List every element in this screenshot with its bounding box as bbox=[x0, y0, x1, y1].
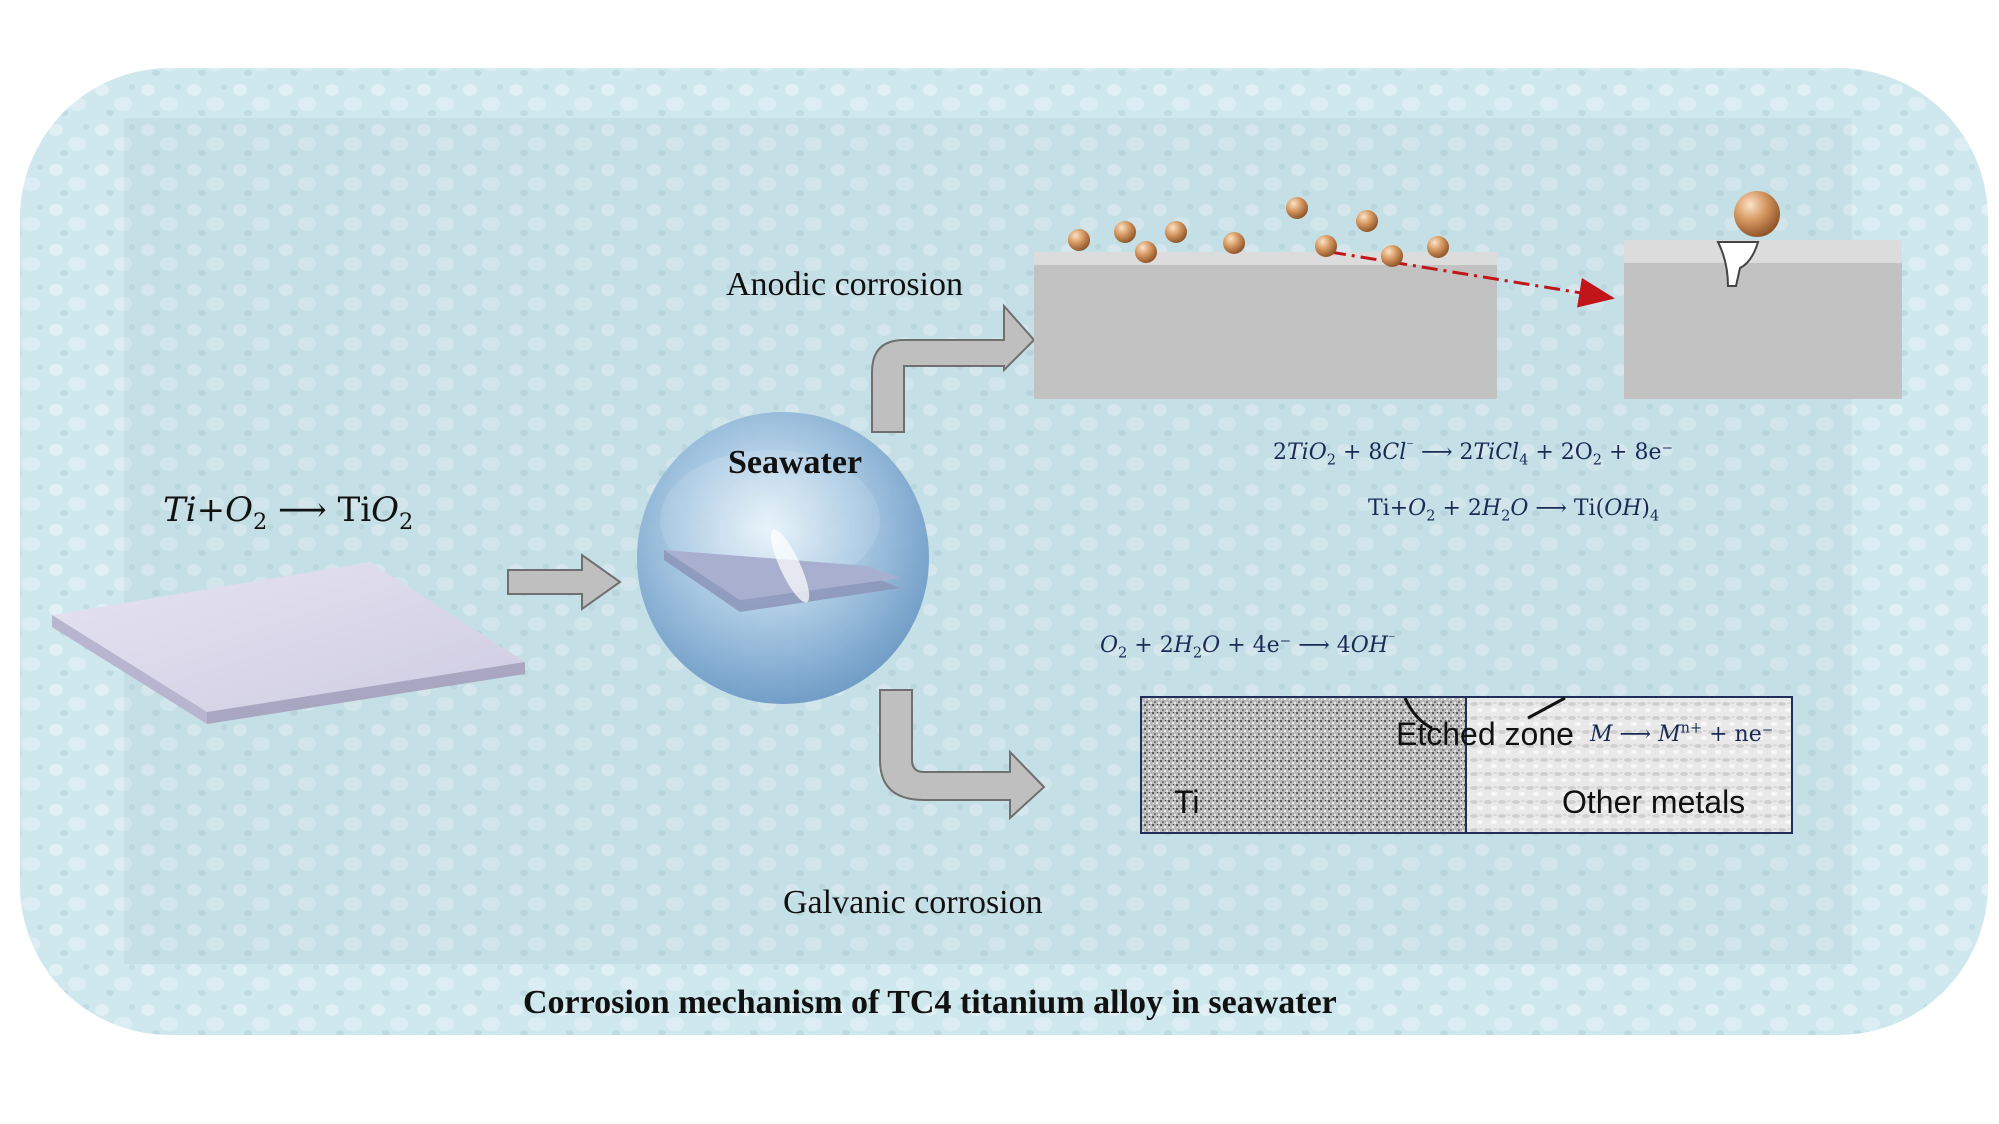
ti-label: Ti bbox=[1174, 784, 1200, 820]
sphere-icon bbox=[637, 412, 929, 704]
oxidation-equation: Ti+O2 ⟶ TiO2 bbox=[163, 490, 414, 535]
bent-arrow-icon bbox=[871, 303, 1036, 433]
hydrolysis-equation: Ti+O2 + 2H2O ⟶ Ti(OH)4 bbox=[1368, 496, 1660, 525]
figure-title: Corrosion mechanism of TC4 titanium allo… bbox=[523, 984, 1337, 1021]
galvanic-corrosion-label: Galvanic corrosion bbox=[783, 884, 1043, 921]
anodic-block-top bbox=[1034, 252, 1497, 266]
pitted-block-top bbox=[1624, 240, 1902, 264]
arrow-right-icon bbox=[507, 553, 622, 611]
anodic-block bbox=[1034, 265, 1497, 399]
chloride-equation: 2TiO2 + 8Cl⁻ ⟶ 2TiCl4 + 2O2 + 8e⁻ bbox=[1273, 438, 1674, 469]
galvanic-other-region bbox=[1466, 697, 1792, 833]
particle-icon bbox=[1068, 191, 1780, 267]
bent-arrow-icon bbox=[879, 689, 1046, 821]
seawater-label: Seawater bbox=[728, 444, 863, 481]
galvanic-panel-border bbox=[1140, 696, 1793, 834]
other-metals-label: Other metals bbox=[1562, 784, 1746, 820]
oxygen-reduction-equation: O2 + 2H2O + 4e⁻ ⟶ 4OH⁻ bbox=[1100, 631, 1396, 662]
metal-dissolution-equation: M ⟶ Mn+ + ne⁻ bbox=[1590, 720, 1774, 747]
galvanic-ti-region bbox=[1141, 697, 1466, 833]
pitted-block bbox=[1624, 263, 1902, 399]
plate-icon bbox=[52, 562, 525, 724]
pit bbox=[1716, 241, 1760, 287]
etched-zone-label: Etched zone bbox=[1396, 716, 1574, 752]
anodic-corrosion-label: Anodic corrosion bbox=[726, 266, 964, 303]
